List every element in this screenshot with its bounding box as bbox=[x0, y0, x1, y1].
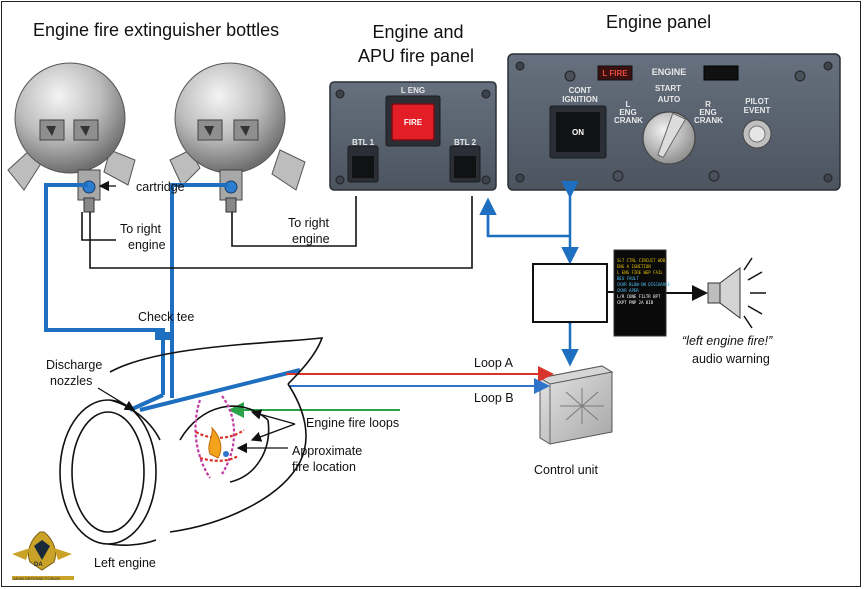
engine-panel-title: Engine panel bbox=[606, 12, 712, 32]
display-line-6: CKVR APER bbox=[617, 288, 639, 293]
cont-ignition-switch[interactable] bbox=[556, 112, 600, 152]
watermark-text-1: DA bbox=[34, 562, 43, 568]
fire-handle[interactable] bbox=[391, 103, 435, 141]
display-line-3: L ENG FIRE WEP FAIL bbox=[617, 270, 663, 275]
to-right-engine-1a: To right bbox=[120, 222, 161, 236]
signal-wires bbox=[479, 181, 579, 367]
control-unit bbox=[538, 365, 614, 445]
l-eng-label: L ENG bbox=[400, 86, 426, 95]
discharge-label-1: Discharge bbox=[46, 358, 103, 372]
to-right-engine-2b: engine bbox=[292, 232, 330, 246]
bottles-title: Engine fire extinguisher bottles bbox=[33, 20, 280, 40]
on-label: ON bbox=[572, 128, 584, 137]
l-crank-label: CRANK bbox=[614, 116, 643, 125]
cont-label: CONT bbox=[568, 86, 592, 95]
annunciator-light bbox=[703, 65, 739, 81]
pilot-label: PILOT bbox=[745, 97, 769, 106]
l-label: L bbox=[625, 100, 631, 109]
watermark-logo bbox=[12, 531, 74, 580]
r-crank-label: CRANK bbox=[694, 116, 723, 125]
left-engine bbox=[59, 337, 324, 546]
fire-panel-title-2: APU fire panel bbox=[357, 46, 475, 66]
event-label: EVENT bbox=[743, 106, 771, 115]
fire-handle-label: FIRE bbox=[403, 118, 423, 127]
auto-label: AUTO bbox=[657, 95, 681, 104]
display-line-7: L/R CONE FILTR BPT bbox=[617, 294, 661, 299]
audio-warning-label: audio warning bbox=[692, 352, 770, 366]
watermark-text-2: ARAB DEFENSE FORUM bbox=[13, 576, 60, 581]
btl1-switch[interactable] bbox=[352, 156, 374, 178]
extinguisher-bottle-1 bbox=[7, 62, 136, 213]
left-engine-label: Left engine bbox=[94, 556, 156, 570]
fire-panel-title-1: Engine and bbox=[372, 22, 464, 42]
fire-panel bbox=[329, 81, 497, 191]
l-fire-label: L FIRE bbox=[602, 69, 628, 78]
extinguisher-bottle-2 bbox=[169, 62, 306, 213]
fire-location-label-1: Approximate bbox=[292, 444, 363, 458]
fire-location-label-2: fire location bbox=[292, 460, 356, 474]
fire-loops-label: Engine fire loops bbox=[306, 416, 400, 430]
discharge-pipes bbox=[44, 183, 301, 412]
cartridge-wiring bbox=[81, 196, 473, 269]
display-line-2: ENG A IGNITION bbox=[617, 264, 651, 269]
check-tee-label: Check tee bbox=[138, 310, 195, 324]
pointer-lines bbox=[97, 180, 296, 454]
ignition-label: IGNITION bbox=[562, 95, 598, 104]
loop-a-label: Loop A bbox=[474, 356, 513, 370]
btl2-switch[interactable] bbox=[454, 156, 476, 178]
l-fire-light bbox=[597, 65, 633, 81]
r-label: R bbox=[705, 100, 711, 109]
to-right-engine-2a: To right bbox=[288, 216, 329, 230]
display-line-8: CKPT PNP 2A BIB bbox=[617, 300, 654, 305]
r-eng-sub-label: ENG bbox=[699, 108, 717, 117]
audio-quote-label: “left engine fire!” bbox=[682, 334, 773, 348]
to-right-engine-1b: engine bbox=[128, 238, 166, 252]
loop-b-label: Loop B bbox=[474, 391, 514, 405]
control-unit-label: Control unit bbox=[534, 463, 598, 477]
engine-fire-loops bbox=[194, 395, 245, 479]
check-tee bbox=[155, 332, 171, 340]
cartridge-label: cartridge bbox=[136, 180, 185, 194]
display-line-4: BES FAULT bbox=[617, 276, 639, 281]
btl1-label: BTL 1 bbox=[351, 138, 375, 147]
speaker-icon bbox=[707, 257, 766, 329]
btl2-label: BTL 2 bbox=[453, 138, 477, 147]
fire-location-icon bbox=[208, 426, 229, 459]
crew-alerting-display bbox=[613, 249, 667, 337]
discharge-label-2: nozzles bbox=[50, 374, 93, 388]
start-label: START bbox=[654, 84, 682, 93]
engine-panel bbox=[507, 53, 841, 191]
central-computer bbox=[532, 263, 608, 323]
display-line-1: SLT CTRL CIRCUIT WDB bbox=[617, 258, 666, 263]
display-line-5: CKVR BLOW-ON DISCHARGE bbox=[617, 282, 670, 287]
engine-label: ENGINE bbox=[651, 67, 687, 77]
l-eng-sub-label: ENG bbox=[619, 108, 637, 117]
